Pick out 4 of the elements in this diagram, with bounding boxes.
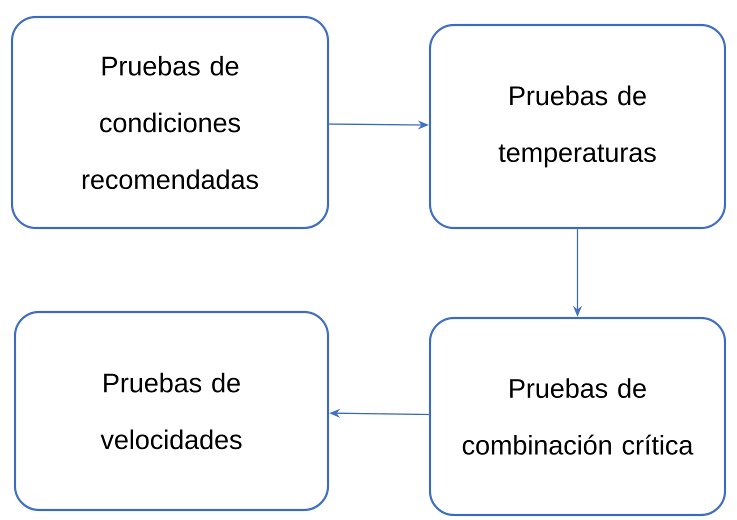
process-box: Pruebas de condiciones recomendadas (10, 16, 330, 230)
process-box: Pruebas de combinación crítica (428, 316, 726, 516)
process-box: Pruebas de temperaturas (428, 24, 726, 230)
process-box: Pruebas de velocidades (14, 310, 330, 512)
